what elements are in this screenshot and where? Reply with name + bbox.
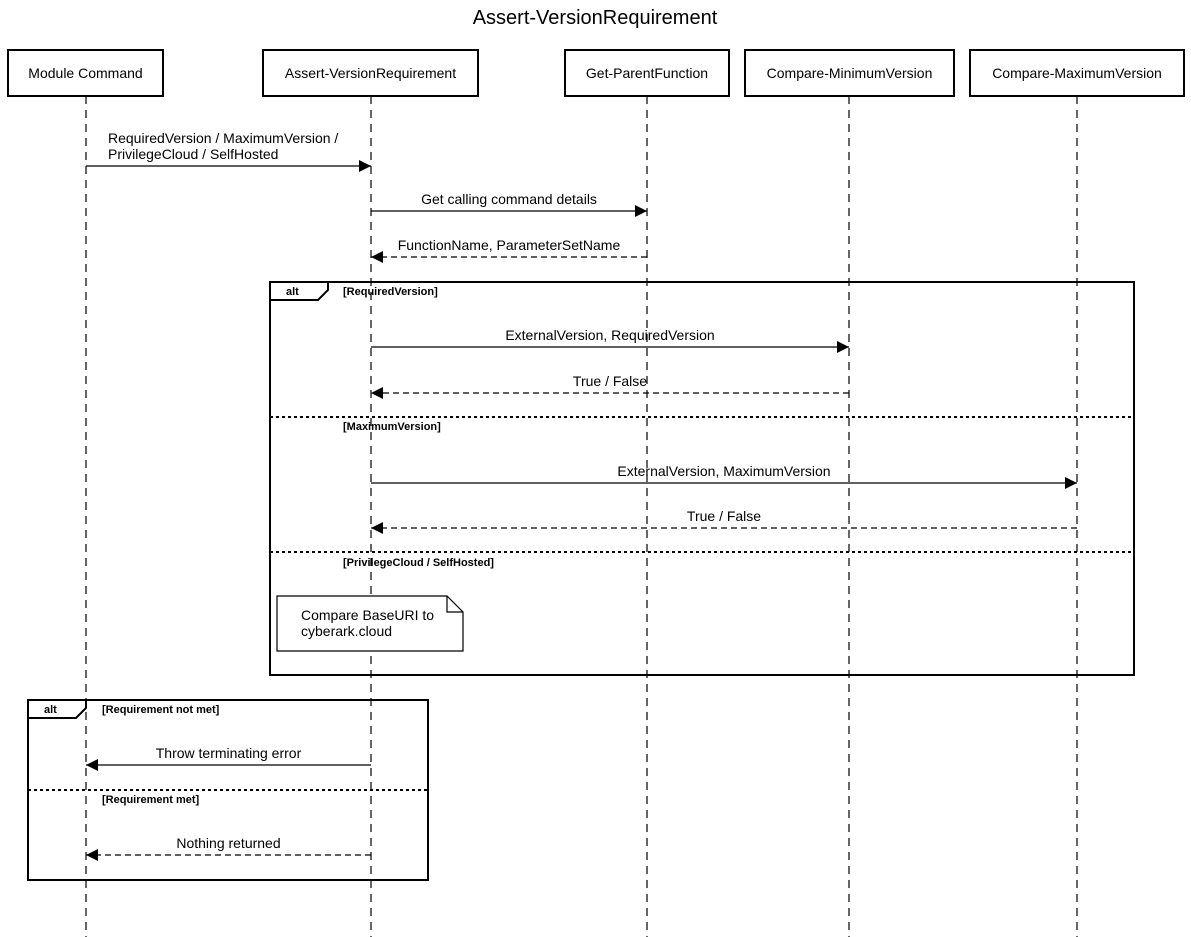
fragment-frame [269,281,1135,676]
message-label: FunctionName, ParameterSetName [398,237,621,253]
participant-assert: Assert-VersionRequirement [262,49,479,97]
participant-label: Assert-VersionRequirement [285,65,456,81]
message-label: True / False [573,373,647,389]
message: ExternalVersion, MaximumVersion [371,463,1077,489]
fragment-tag-box [28,700,87,719]
fragments: alt [RequiredVersion] [MaximumVersion] [Pri… [27,281,1135,881]
alt-fragment: alt [RequiredVersion] [MaximumVersion] [Pri… [269,281,1135,676]
lifelines [85,96,1078,937]
messages: RequiredVersion / MaximumVersion /Privil… [86,130,1077,861]
message: Throw terminating error [86,745,371,771]
message-label: Nothing returned [176,835,280,851]
participant-cmpmax: Compare-MaximumVersion [969,49,1185,97]
participant-module: Module Command [7,49,164,97]
message: ExternalVersion, RequiredVersion [371,327,849,353]
participants: Module Command Assert-VersionRequirement G… [7,49,1185,97]
message: True / False [371,508,1077,534]
participant-box [262,49,479,97]
note-fold [446,596,463,613]
message: RequiredVersion / MaximumVersion /Privil… [86,130,371,172]
message: Get calling command details [371,191,647,217]
fragment-operator: alt [286,286,299,298]
participant-label: Compare-MaximumVersion [992,65,1162,81]
message-label: ExternalVersion, RequiredVersion [505,327,714,343]
fragment-guard: [PrivilegeCloud / SelfHosted] [343,557,494,569]
message-label: ExternalVersion, MaximumVersion [617,463,830,479]
participant-box [969,49,1185,97]
alt-fragment: alt [Requirement not met] [Requirement met… [27,699,429,881]
note-text: cyberark.cloud [301,623,392,639]
message-label: PrivilegeCloud / SelfHosted [108,146,278,162]
fragment-guard: [RequiredVersion] [343,286,438,298]
participant-getparent: Get-ParentFunction [564,49,730,97]
note-text: Compare BaseURI to [301,607,434,623]
participant-cmpmin: Compare-MinimumVersion [744,49,955,97]
participant-box [564,49,730,97]
message: True / False [371,373,849,399]
message: Nothing returned [86,835,371,861]
message-label: Get calling command details [421,191,597,207]
message-label: RequiredVersion / MaximumVersion / [108,130,338,146]
message: FunctionName, ParameterSetName [371,237,647,263]
participant-label: Get-ParentFunction [586,65,708,81]
participant-label: Module Command [28,65,142,81]
fragment-guard: [Requirement met] [102,794,200,806]
note-box [276,595,464,652]
message-label: Throw terminating error [156,745,302,761]
fragment-operator: alt [44,704,57,716]
message-label: True / False [687,508,761,524]
diagram-title: Assert-VersionRequirement [473,7,718,29]
fragment-guard: [Requirement not met] [102,704,220,716]
participant-box [7,49,164,97]
fragment-guard: [MaximumVersion] [343,421,441,433]
participant-box [744,49,955,97]
fragment-tag-box [270,282,329,301]
participant-label: Compare-MinimumVersion [767,65,933,81]
